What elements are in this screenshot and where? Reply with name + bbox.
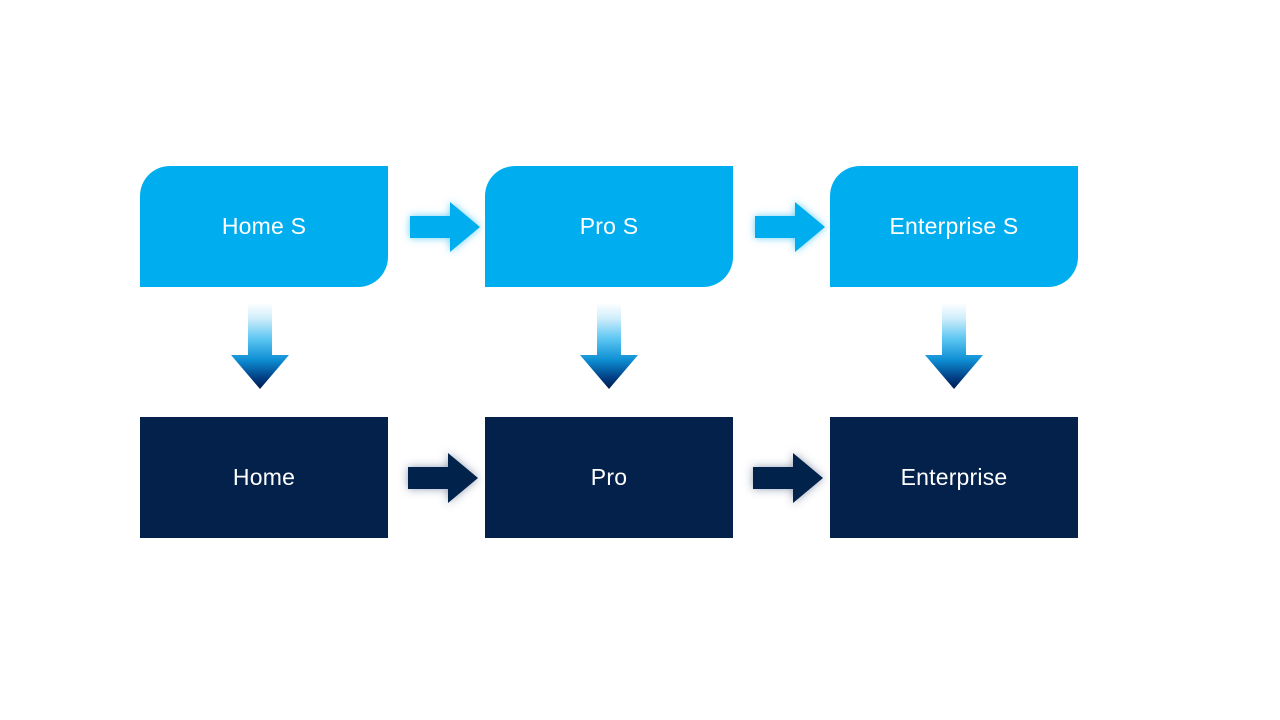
node-home[interactable]: Home — [140, 417, 388, 538]
block-arrow-right-icon — [755, 202, 825, 252]
arrow-pro-s-to-pro — [578, 303, 640, 389]
block-arrow-right-icon — [408, 453, 478, 503]
block-arrow-down-icon — [925, 303, 983, 389]
arrow-service-pro-to-enterprise — [755, 199, 825, 255]
node-enterprise-s[interactable]: Enterprise S — [830, 166, 1078, 287]
node-label: Enterprise — [900, 463, 1008, 490]
block-arrow-right-icon — [410, 202, 480, 252]
node-enterprise[interactable]: Enterprise — [830, 417, 1078, 538]
node-pro-s[interactable]: Pro S — [485, 166, 733, 287]
block-arrow-down-icon — [231, 303, 289, 389]
arrow-product-home-to-pro — [408, 450, 478, 506]
arrow-home-s-to-home — [229, 303, 291, 389]
arrow-enterprise-s-to-enterprise — [923, 303, 985, 389]
arrow-product-pro-to-enterprise — [753, 450, 823, 506]
node-label: Pro S — [579, 212, 639, 239]
node-pro[interactable]: Pro — [485, 417, 733, 538]
node-label: Home S — [221, 212, 307, 239]
node-label: Enterprise S — [889, 212, 1019, 239]
node-label: Home — [232, 463, 296, 490]
node-label: Pro — [590, 463, 628, 490]
arrow-service-home-to-pro — [410, 199, 480, 255]
node-home-s[interactable]: Home S — [140, 166, 388, 287]
block-arrow-right-icon — [753, 453, 823, 503]
block-arrow-down-icon — [580, 303, 638, 389]
